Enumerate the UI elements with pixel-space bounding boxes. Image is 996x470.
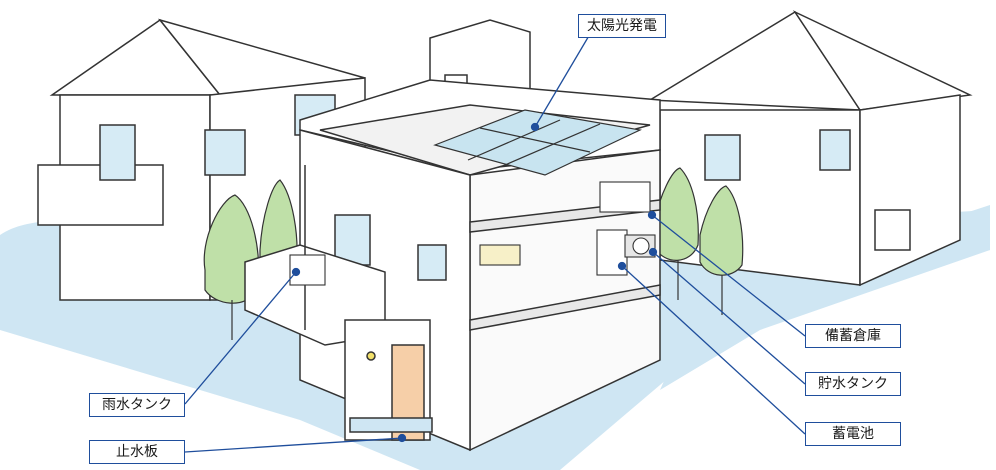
solar-panels bbox=[433, 109, 642, 176]
rain-tank-label: 雨水タンク bbox=[89, 393, 185, 417]
right-neighbor-house bbox=[647, 10, 973, 287]
storage-label: 備蓄倉庫 bbox=[805, 324, 901, 348]
battery-label: 蓄電池 bbox=[805, 422, 901, 446]
water-tank-label: 貯水タンク bbox=[805, 372, 901, 396]
interior-items bbox=[289, 181, 656, 286]
solar-label: 太陽光発電 bbox=[578, 14, 666, 38]
flood-board-label: 止水板 bbox=[89, 440, 185, 464]
leader-lines bbox=[184, 33, 806, 453]
